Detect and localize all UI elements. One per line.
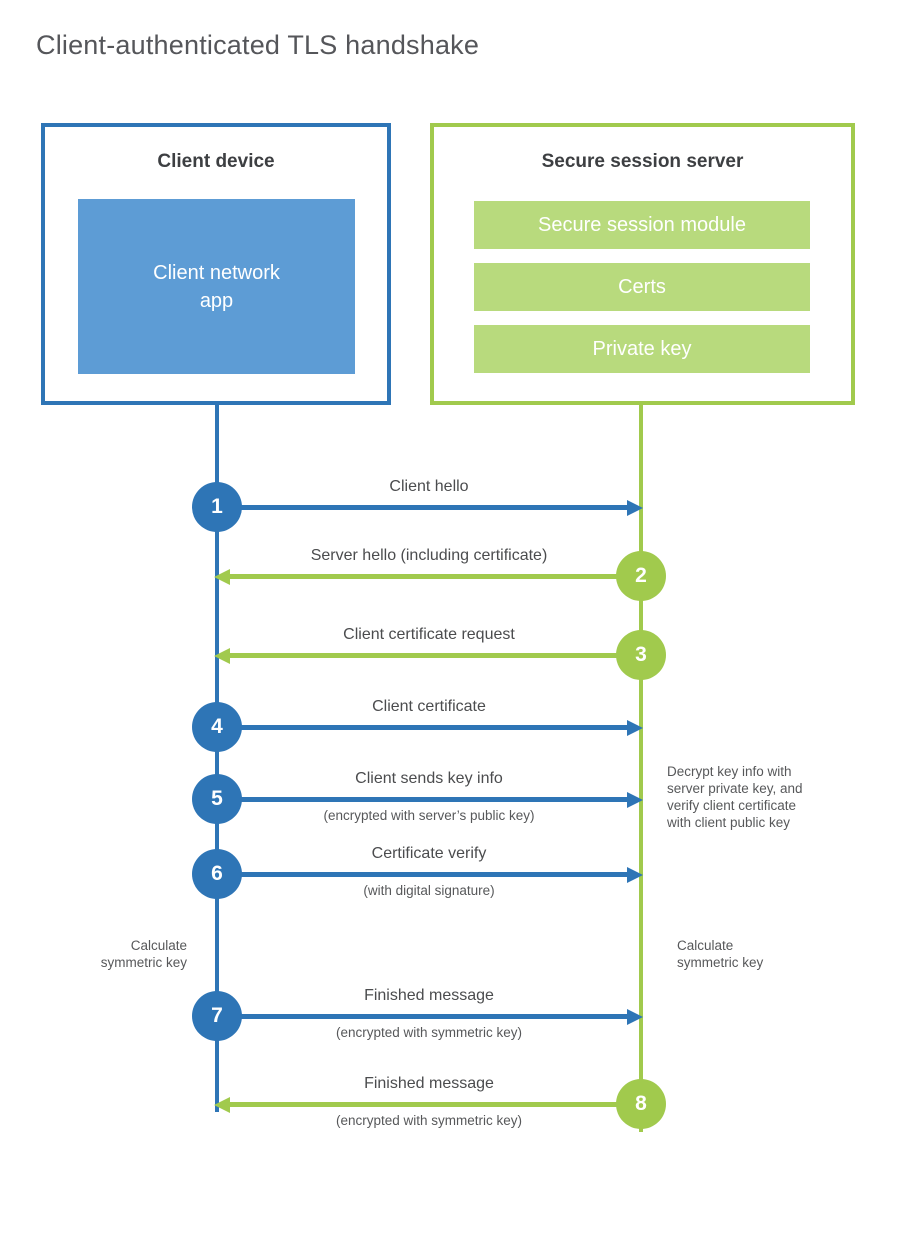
page-title: Client-authenticated TLS handshake — [36, 30, 480, 60]
arrowhead-right-icon — [627, 499, 643, 516]
arrowhead-left-icon — [214, 647, 230, 664]
message-row-5: Client sends key info 5 (encrypted with … — [0, 749, 900, 849]
client-device-box: Client device Client network app — [41, 123, 391, 405]
step-circle: 6 — [192, 849, 242, 899]
arrowhead-right-icon — [627, 1008, 643, 1025]
client-network-app-box: Client network app — [78, 199, 355, 374]
arrowhead-left-icon — [214, 568, 230, 585]
message-row-6: Certificate verify 6 (with digital signa… — [0, 824, 900, 924]
server-module-certs: Certs — [474, 263, 810, 311]
message-arrow-line — [230, 653, 640, 658]
message-label: Server hello (including certificate) — [310, 547, 548, 564]
step-circle: 1 — [192, 482, 242, 532]
arrowhead-left-icon — [214, 1096, 230, 1113]
message-arrow-line — [218, 725, 628, 730]
calculate-symmetric-key-server: Calculate symmetric key — [677, 938, 764, 970]
message-label: Client certificate request — [343, 626, 515, 643]
message-arrow-line — [230, 1102, 640, 1107]
arrowhead-right-icon — [627, 719, 643, 736]
message-arrow-line — [218, 797, 628, 802]
message-label: Finished message — [364, 987, 494, 1004]
client-device-title: Client device — [157, 151, 275, 172]
server-title: Secure session server — [541, 151, 744, 172]
arrowhead-right-icon — [627, 866, 643, 883]
message-label: Client hello — [389, 478, 469, 495]
calculate-symmetric-key-client: Calculate symmetric key — [100, 938, 187, 970]
client-lifeline — [215, 404, 219, 1112]
message-label: Certificate verify — [371, 845, 487, 862]
message-row-3: Client certificate request 3 — [0, 605, 900, 705]
arrowhead-right-icon — [627, 791, 643, 808]
server-module-private-key: Private key — [474, 325, 810, 373]
message-row-7: Finished message 7 (encrypted with symme… — [0, 966, 900, 1066]
message-row-8: Finished message 8 (encrypted with symme… — [0, 1054, 900, 1154]
message-sublabel: (encrypted with symmetric key) — [335, 1025, 523, 1040]
message-row-2: Server hello (including certificate) 2 — [0, 526, 900, 626]
step-circle: 4 — [192, 702, 242, 752]
server-box: Secure session server Secure session mod… — [430, 123, 855, 405]
step-circle: 7 — [192, 991, 242, 1041]
server-lifeline — [639, 404, 643, 1132]
message-arrow-line — [230, 574, 640, 579]
message-label: Finished message — [364, 1075, 494, 1092]
step-circle: 3 — [616, 630, 666, 680]
message-sublabel: (encrypted with symmetric key) — [335, 1113, 523, 1128]
message-sublabel: (encrypted with server’s public key) — [323, 808, 535, 823]
message-arrow-line — [218, 872, 628, 877]
step-circle: 2 — [616, 551, 666, 601]
message-row-4: Client certificate 4 — [0, 677, 900, 777]
step-circle: 8 — [616, 1079, 666, 1129]
decrypt-key-note: Decrypt key info with server private key… — [667, 764, 803, 830]
message-label: Client sends key info — [355, 770, 503, 787]
message-arrow-line — [218, 1014, 628, 1019]
message-arrow-line — [218, 505, 628, 510]
message-label: Client certificate — [372, 698, 486, 715]
message-row-1: Client hello 1 — [0, 457, 900, 557]
server-module-secure-session: Secure session module — [474, 201, 810, 249]
message-sublabel: (with digital signature) — [363, 883, 495, 898]
step-circle: 5 — [192, 774, 242, 824]
